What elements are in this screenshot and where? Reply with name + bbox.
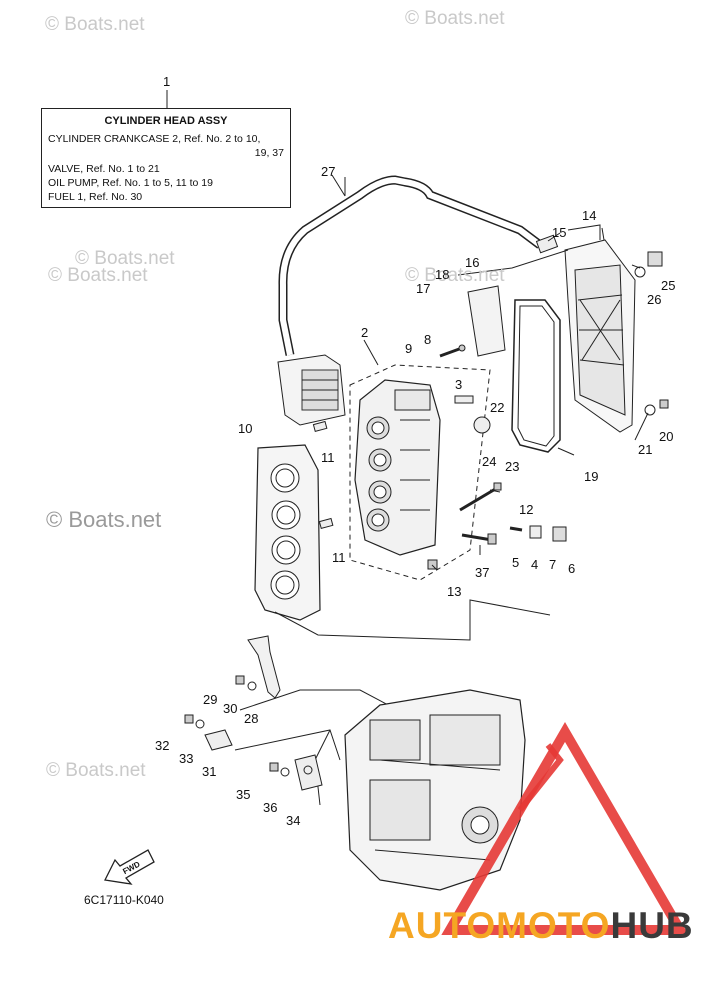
callout-28: 28	[244, 711, 259, 726]
head-gasket-10	[254, 444, 321, 621]
info-line-1: CYLINDER CRANKCASE 2, Ref. No. 2 to 10,	[48, 133, 261, 145]
callout-32: 32	[155, 738, 170, 753]
bracket-2	[349, 364, 491, 581]
washer-21	[644, 404, 656, 416]
callout-20: 20	[659, 429, 674, 444]
part-4	[529, 525, 542, 539]
callout-22: 22	[490, 400, 505, 415]
washer-36	[280, 767, 290, 777]
watermark: © Boats.net	[405, 265, 505, 286]
watermark: © Boats.net	[45, 14, 145, 35]
callout-31: 31	[202, 764, 217, 779]
callout-34: 34	[286, 813, 301, 828]
dowel-11b	[318, 517, 334, 530]
callout-18: 18	[435, 267, 450, 282]
callout-27: 27	[321, 164, 336, 179]
callout-8: 8	[424, 332, 432, 347]
callout-26: 26	[647, 292, 662, 307]
callout-1: 1	[163, 74, 171, 89]
callout-17: 17	[416, 281, 431, 296]
watermark: © Boats.net	[46, 507, 162, 532]
callout-36: 36	[263, 800, 278, 815]
callout-19: 19	[584, 469, 599, 484]
info-title: CYLINDER HEAD ASSY	[104, 115, 228, 127]
part-code: 6C17110-K040	[84, 893, 164, 907]
callout-15: 15	[552, 225, 567, 240]
bracket-28	[247, 635, 281, 699]
gasket-19	[511, 299, 561, 453]
callout-9: 9	[405, 341, 413, 356]
callout-6: 6	[568, 561, 576, 576]
part-31	[204, 729, 233, 751]
bolt-5	[509, 526, 523, 532]
callout-10: 10	[238, 421, 253, 436]
plug-6	[552, 526, 567, 542]
info-line-1b: 19, 37	[254, 147, 284, 159]
callout-11b: 11	[332, 550, 346, 565]
sensor-37	[461, 533, 497, 545]
watermark: © Boats.net	[75, 248, 175, 269]
callout-24: 24	[482, 454, 497, 469]
callout-14: 14	[582, 208, 597, 223]
callout-3: 3	[455, 377, 463, 392]
callout-37: 37	[475, 565, 490, 580]
callout-4: 4	[531, 557, 539, 572]
bolt-12	[459, 482, 502, 512]
bolt-13	[427, 559, 438, 570]
automotohub-logo: AUTOMOTOHUB	[388, 905, 694, 947]
callout-2: 2	[361, 325, 369, 340]
callout-29: 29	[203, 692, 218, 707]
part-15	[535, 234, 559, 254]
callout-23: 23	[505, 459, 520, 474]
dowel-11a	[312, 420, 328, 433]
washer-30	[247, 681, 257, 691]
cylinder-head-2	[354, 379, 441, 556]
automotohub-logo-triangle	[441, 722, 689, 935]
oring-26	[634, 266, 646, 278]
callout-16: 16	[465, 255, 480, 270]
callout-30: 30	[223, 701, 238, 716]
callout-25: 25	[661, 278, 676, 293]
watermark: © Boats.net	[405, 8, 505, 29]
bolt-20	[659, 399, 669, 409]
info-line-4: FUEL 1, Ref. No. 30	[48, 191, 143, 203]
bolt-29	[235, 675, 245, 685]
bolt-3	[454, 395, 474, 404]
logo-part-b: HUB	[610, 905, 694, 946]
callout-35: 35	[236, 787, 251, 802]
watermark: © Boats.net	[46, 760, 146, 781]
info-line-2: VALVE, Ref. No. 1 to 21	[48, 163, 160, 175]
part-22	[473, 416, 491, 434]
filter-part	[277, 354, 346, 426]
bolt-8	[439, 344, 466, 358]
crankcase	[344, 689, 526, 891]
callout-13: 13	[447, 584, 462, 599]
callout-33: 33	[179, 751, 194, 766]
plate-16	[467, 285, 506, 357]
bolt-32	[184, 714, 194, 724]
logo-part-a: AUTOMOTO	[388, 905, 611, 946]
washer-33	[195, 719, 205, 729]
fwd-arrow-icon	[104, 849, 155, 885]
callout-7: 7	[549, 557, 557, 572]
assembly-info-box: CYLINDER HEAD ASSY CYLINDER CRANKCASE 2,…	[41, 108, 291, 208]
cover-14	[564, 224, 636, 433]
cap-25	[647, 251, 663, 267]
watermark: © Boats.net	[48, 265, 148, 286]
bolt-35	[269, 762, 279, 772]
info-line-3: OIL PUMP, Ref. No. 1 to 5, 11 to 19	[48, 177, 213, 189]
callout-21: 21	[638, 442, 653, 457]
callout-5: 5	[512, 555, 520, 570]
part-34	[294, 754, 323, 791]
callout-12: 12	[519, 502, 534, 517]
callout-11a: 11	[321, 450, 335, 465]
